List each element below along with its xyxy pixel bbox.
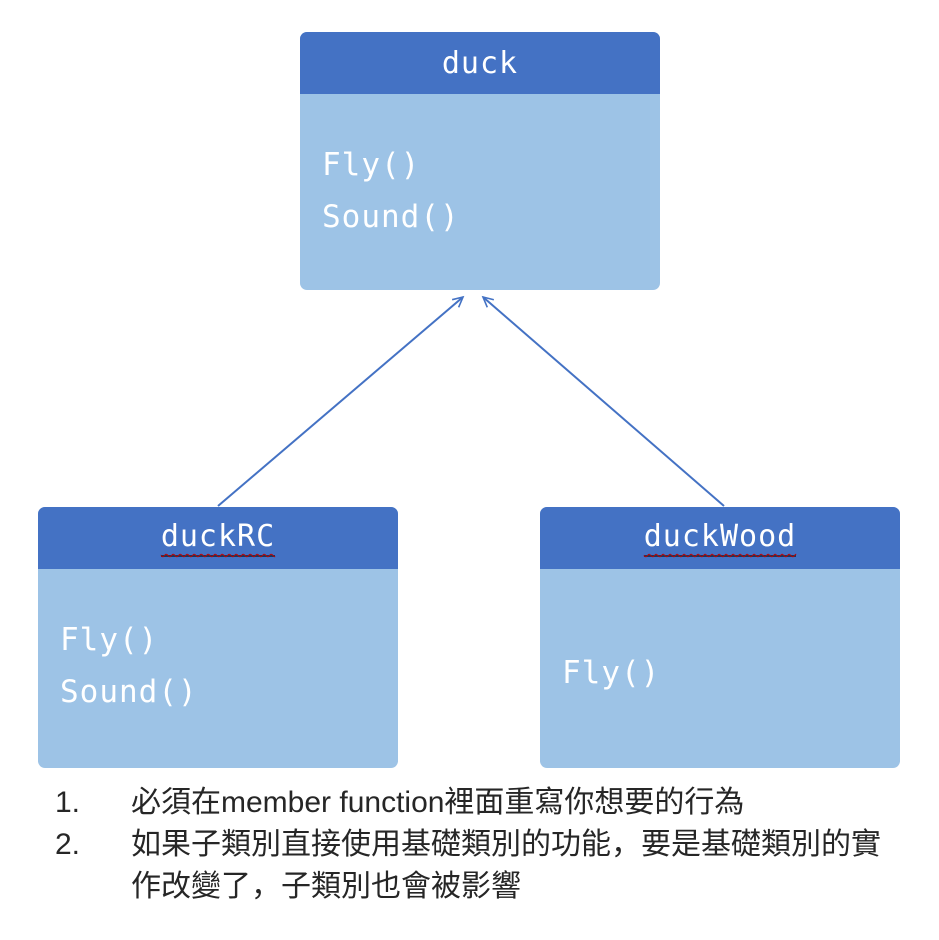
note-2-number: 2.	[55, 828, 81, 861]
class-duck-header: duck	[300, 32, 660, 94]
note-2-text: 如果子類別直接使用基礎類別的功能，要是基礎類別的實作改變了，子類別也會被影響	[131, 828, 881, 903]
class-duck-title: duck	[441, 45, 519, 81]
class-duckwood-body: Fly()	[540, 569, 900, 699]
note-1-number: 1.	[55, 786, 81, 819]
inheritance-arrow-duckrc-to-duck	[217, 295, 465, 507]
class-duckwood-title: duckWood	[643, 519, 797, 557]
class-duck-member-fly: Fly()	[322, 147, 421, 183]
class-duckwood-member-fly: Fly()	[562, 655, 661, 691]
class-duckrc-member-fly: Fly()	[60, 622, 159, 658]
note-item-2: 2. 如果子類別直接使用基礎類別的功能，要是基礎類別的實作改變了，子類別也會被影…	[55, 824, 885, 908]
inheritance-arrow-duckwood-to-duck	[481, 295, 725, 507]
class-duck-body: Fly() Sound()	[300, 94, 660, 243]
class-duckrc-member-sound: Sound()	[60, 674, 198, 710]
class-box-duck: duck Fly() Sound()	[300, 32, 660, 290]
note-1-text: 必須在member function裡面重寫你想要的行為	[131, 786, 745, 819]
class-duckrc-header: duckRC	[38, 507, 398, 569]
class-duck-member-sound: Sound()	[322, 199, 460, 235]
notes-list: 1. 必須在member function裡面重寫你想要的行為 2. 如果子類別…	[55, 782, 885, 908]
class-box-duckwood: duckWood Fly()	[540, 507, 900, 768]
class-duckrc-title: duckRC	[160, 519, 276, 557]
class-duckwood-header: duckWood	[540, 507, 900, 569]
note-item-1: 1. 必須在member function裡面重寫你想要的行為	[55, 782, 885, 824]
class-box-duckrc: duckRC Fly() Sound()	[38, 507, 398, 768]
class-duckrc-body: Fly() Sound()	[38, 569, 398, 718]
